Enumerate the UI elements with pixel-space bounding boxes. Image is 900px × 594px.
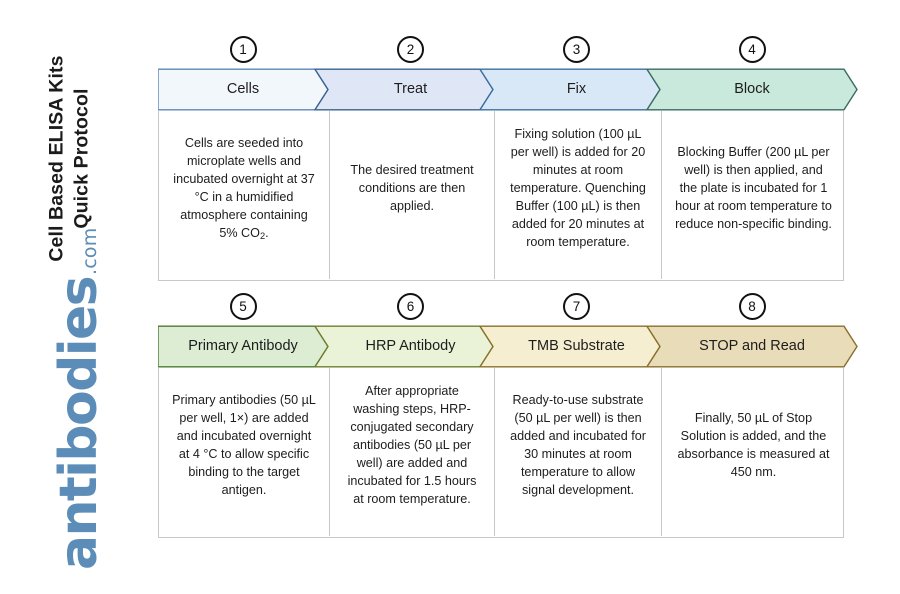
step-banner-6[interactable] bbox=[313, 325, 494, 368]
step-body-strip: Primary antibodies (50 µL per well, 1×) … bbox=[158, 368, 844, 538]
step-description-6: After appropriate washing steps, HRP-con… bbox=[347, 383, 477, 507]
step-description-4: Blocking Buffer (200 µL per well) is the… bbox=[675, 144, 832, 232]
step-number-5: 5 bbox=[229, 293, 257, 320]
step-number-4: 4 bbox=[738, 36, 766, 63]
step-description-8: Finally, 50 µL of Stop Solution is added… bbox=[677, 410, 830, 480]
step-description-2: The desired treatment conditions are the… bbox=[350, 162, 474, 214]
left-rail: Cell Based ELISA Kits Quick Protocol ant… bbox=[0, 0, 150, 594]
step-body-cell-7: Ready-to-use substrate (50 µL per well) … bbox=[494, 368, 661, 536]
step-banner-2[interactable] bbox=[313, 68, 494, 111]
step-body-cell-3: Fixing solution (100 µL per well) is add… bbox=[494, 111, 661, 279]
step-description-5: Primary antibodies (50 µL per well, 1×) … bbox=[172, 392, 316, 498]
step-banner-4[interactable] bbox=[645, 68, 858, 111]
step-banner-8[interactable] bbox=[645, 325, 858, 368]
step-number-2: 2 bbox=[397, 36, 424, 63]
step-description-7: Ready-to-use substrate (50 µL per well) … bbox=[510, 392, 646, 498]
step-number-3: 3 bbox=[563, 36, 590, 63]
step-number-8: 8 bbox=[738, 293, 766, 320]
step-banner-3[interactable] bbox=[478, 68, 661, 111]
step-description-3: Fixing solution (100 µL per well) is add… bbox=[510, 126, 646, 250]
step-body-cell-4: Blocking Buffer (200 µL per well) is the… bbox=[661, 111, 845, 279]
step-number-7: 7 bbox=[563, 293, 590, 320]
brand-logo: antibodies.com bbox=[49, 228, 109, 570]
step-banner-7[interactable] bbox=[478, 325, 661, 368]
step-body-strip: Cells are seeded into microplate wells a… bbox=[158, 111, 844, 281]
step-body-cell-2: The desired treatment conditions are the… bbox=[329, 111, 494, 279]
step-banner-5[interactable] bbox=[158, 325, 329, 368]
brand-tld: .com bbox=[79, 227, 101, 275]
step-body-cell-1: Cells are seeded into microplate wells a… bbox=[159, 111, 329, 279]
banner-shapes bbox=[158, 68, 858, 111]
step-body-cell-8: Finally, 50 µL of Stop Solution is added… bbox=[661, 368, 845, 536]
step-number-strip: 1 2 3 4 bbox=[158, 36, 844, 68]
step-body-cell-5: Primary antibodies (50 µL per well, 1×) … bbox=[159, 368, 329, 536]
step-description-1: Cells are seeded into microplate wells a… bbox=[173, 135, 315, 242]
step-number-strip: 5 6 7 8 bbox=[158, 293, 844, 325]
banner-shapes bbox=[158, 325, 858, 368]
step-number-1: 1 bbox=[229, 36, 257, 63]
step-banner-1[interactable] bbox=[158, 68, 329, 111]
step-body-cell-6: After appropriate washing steps, HRP-con… bbox=[329, 368, 494, 536]
brand-wordmark: antibodies bbox=[49, 276, 109, 570]
step-number-6: 6 bbox=[397, 293, 424, 320]
